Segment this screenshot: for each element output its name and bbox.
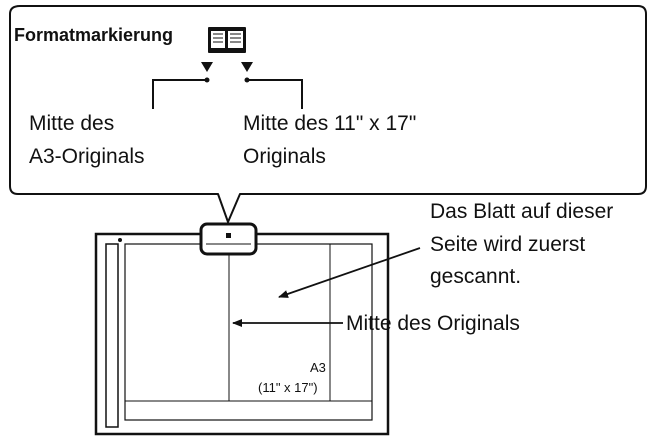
mark-triangle-a3 xyxy=(201,62,213,72)
center-of-original-label: Mitte des Originals xyxy=(346,312,520,335)
leader-line-11x17 xyxy=(247,79,303,109)
scanner-strip xyxy=(105,243,119,428)
first-scanned-line1: Das Blatt auf dieser xyxy=(430,200,614,223)
first-scanned-line3: gescannt. xyxy=(430,265,522,288)
format-mark-box xyxy=(199,222,258,256)
a3-center-label-line1: Mitte des xyxy=(29,112,115,135)
ledger-center-label-line2: Originals xyxy=(243,145,326,168)
paper-size-alt-label: (11" x 17") xyxy=(258,380,318,395)
paper-size-label: A3 xyxy=(310,360,326,375)
callout-bubble xyxy=(9,5,647,223)
open-book-icon xyxy=(208,27,246,53)
first-scanned-line2: Seite wird zuerst xyxy=(430,233,586,256)
arrow-first-scanned xyxy=(278,247,421,298)
callout-title: Formatmarkierung xyxy=(14,25,174,45)
a3-center-label-line2: A3-Originals xyxy=(29,145,145,168)
leader-line-a3 xyxy=(152,79,207,109)
ledger-center-label-line1: Mitte des 11" x 17" xyxy=(243,112,417,135)
original-document xyxy=(124,243,373,421)
mark-triangle-11x17 xyxy=(241,62,253,72)
